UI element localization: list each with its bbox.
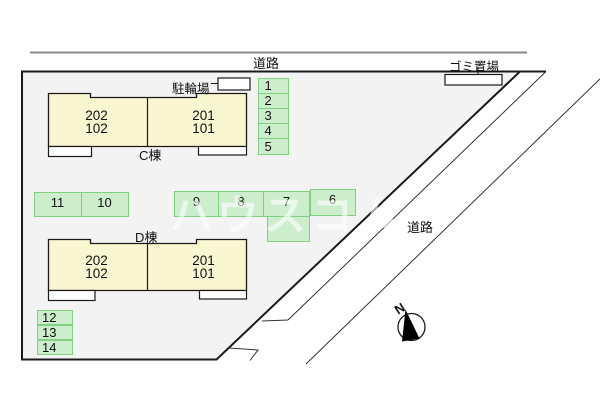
building-c-entrance-left: [47, 145, 93, 158]
curb-step-lower: [228, 347, 259, 361]
road-top-label: 道路: [253, 56, 280, 71]
building-d-left-unit: 202 102: [67, 253, 126, 281]
parking-spot-10: 10: [80, 191, 129, 217]
parking-spot-5: 5: [257, 137, 289, 155]
unit-number: 202: [85, 108, 108, 123]
parking-spot-6: 6: [309, 189, 356, 216]
building-d-entrance-right: [198, 289, 248, 300]
building-c-entrance-right: [197, 145, 248, 156]
garbage-area-label: ゴミ置場: [449, 60, 500, 74]
unit-number: 102: [85, 121, 108, 136]
bicycle-parking-label: 駐輪場: [172, 81, 210, 96]
road-edge-outer: [305, 78, 600, 365]
parking-spot-11: 11: [33, 191, 82, 217]
parking-spot-3: 3: [257, 107, 289, 124]
parking-spot-7: 7: [263, 190, 310, 217]
parking-spot-13: 13: [37, 324, 73, 340]
building-c-label: C棟: [139, 148, 162, 163]
unit-number: 201: [192, 108, 215, 123]
unit-number: 101: [192, 121, 215, 136]
unit-number: 201: [192, 253, 215, 268]
curb-tick-upper: [261, 319, 289, 322]
parking-spot-9: 9: [174, 190, 219, 217]
building-d-entrance-left: [47, 289, 96, 302]
parking-spot-4: 4: [257, 122, 289, 139]
garbage-box: [444, 73, 503, 86]
parking-spot-12: 12: [37, 309, 73, 325]
building-d-label: D棟: [135, 229, 158, 245]
building-d-right-unit: 201 101: [174, 253, 233, 281]
unit-number: 101: [192, 266, 215, 281]
bicycle-parking-box: [217, 77, 251, 91]
unit-number: 202: [85, 253, 108, 268]
parking-spot-7-extension: [266, 216, 310, 242]
parking-spot-2: 2: [257, 92, 289, 109]
building-c-left-unit: 202 102: [67, 108, 126, 136]
compass-needle: [402, 309, 420, 342]
unit-number: 102: [85, 266, 108, 281]
parking-spot-8: 8: [218, 190, 264, 217]
parking-spot-14: 14: [37, 339, 73, 355]
road-edge-inner: [287, 71, 547, 321]
building-c-right-unit: 201 101: [174, 108, 233, 136]
road-right-label: 道路: [407, 220, 434, 235]
parking-spot-1: 1: [257, 77, 289, 94]
